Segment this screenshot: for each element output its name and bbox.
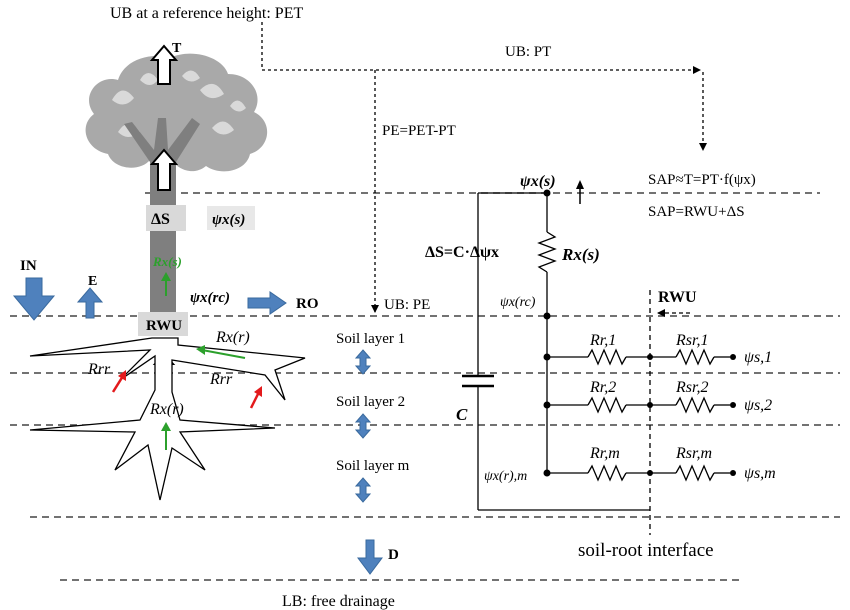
soil-layer-1-label: Soil layer 1 bbox=[336, 331, 405, 347]
r-rr-right-label: Rrr bbox=[209, 371, 233, 388]
red-arrow-right bbox=[249, 391, 261, 409]
r-xs-resistor bbox=[537, 231, 557, 273]
circuit bbox=[462, 180, 736, 535]
r-r1-resistor bbox=[587, 348, 627, 366]
r-rr-left-label: Rrr bbox=[87, 361, 111, 378]
r-r2-resistor bbox=[587, 396, 627, 414]
rwu-plant-label: RWU bbox=[146, 318, 182, 334]
infiltration-arrow bbox=[12, 277, 56, 321]
sap-t-equation: SAP≈T=PT·f(ψx) bbox=[648, 172, 756, 188]
psi-xs-circuit-label: ψx(s) bbox=[520, 173, 556, 190]
r-xr-lower-label: Rx(r) bbox=[149, 401, 184, 418]
runoff-label: RO bbox=[296, 296, 319, 312]
r-sr2-label: Rsr,2 bbox=[675, 379, 708, 396]
root-system bbox=[29, 337, 306, 501]
psi-xs-plant-label: ψx(s) bbox=[212, 212, 245, 228]
r-rm-label: Rr,m bbox=[589, 445, 620, 462]
r-sr1-label: Rsr,1 bbox=[675, 332, 708, 349]
soil-root-interface-label: soil-root interface bbox=[578, 540, 714, 561]
r-xs-circuit-label: Rx(s) bbox=[561, 245, 600, 264]
evaporation-label: E bbox=[88, 274, 97, 289]
r-srm-resistor bbox=[675, 464, 715, 482]
transpiration-label: T bbox=[172, 41, 182, 56]
soil-layer-1-arrow bbox=[354, 349, 372, 375]
r-srm-label: Rsr,m bbox=[675, 445, 712, 462]
drainage-arrow bbox=[357, 539, 383, 575]
tree-canopy bbox=[85, 53, 268, 192]
evaporation-arrow bbox=[76, 287, 104, 319]
capacitor-label: C bbox=[456, 405, 468, 424]
sap-sum-equation: SAP=RWU+ΔS bbox=[648, 204, 745, 220]
rwu-box bbox=[138, 312, 188, 336]
green-arrow-upper-root bbox=[201, 349, 246, 359]
r-xs-plant-label: Rx(s) bbox=[152, 254, 182, 269]
runoff-arrow bbox=[247, 291, 287, 315]
canopy-flow-arrow bbox=[149, 148, 179, 191]
r-r2-label: Rr,2 bbox=[589, 379, 616, 396]
storage-box bbox=[146, 205, 186, 231]
transpiration-arrow bbox=[149, 44, 179, 85]
pe-eq-label: PE=PET-PT bbox=[382, 123, 456, 139]
drainage-label: D bbox=[388, 547, 399, 563]
soil-layer-m-label: Soil layer m bbox=[336, 458, 410, 474]
psi-s1-label: ψs,1 bbox=[744, 349, 772, 366]
psi-xrc-plant-label: ψx(rc) bbox=[190, 290, 230, 306]
lb-label: LB: free drainage bbox=[282, 593, 395, 610]
r-sr2-resistor bbox=[675, 396, 715, 414]
psi-xrc-circuit-label: ψx(rc) bbox=[500, 295, 536, 310]
r-rm-resistor bbox=[587, 464, 627, 482]
soil-layer-2-label: Soil layer 2 bbox=[336, 394, 405, 410]
ub-reference-label: UB at a reference height: PET bbox=[110, 5, 303, 22]
pet-flow-line bbox=[261, 22, 701, 74]
ub-pt-label: UB: PT bbox=[505, 44, 551, 60]
rwu-circuit-label: RWU bbox=[658, 289, 697, 306]
infiltration-label: IN bbox=[20, 258, 37, 274]
storage-label: ΔS bbox=[151, 211, 170, 228]
r-r1-label: Rr,1 bbox=[589, 332, 616, 349]
soil-layer-2-arrow bbox=[354, 413, 372, 439]
ub-pe-label: UB: PE bbox=[384, 297, 430, 313]
psi-s2-label: ψs,2 bbox=[744, 397, 772, 414]
r-xr-upper-label: Rx(r) bbox=[215, 329, 250, 346]
psi-sm-label: ψs,m bbox=[744, 465, 776, 482]
soil-layer-m-arrow bbox=[354, 477, 372, 503]
psi-xs-box bbox=[207, 206, 255, 230]
r-sr1-resistor bbox=[675, 348, 715, 366]
red-arrow-left bbox=[111, 375, 125, 393]
psi-xrm-label: ψx(r),m bbox=[484, 469, 527, 484]
storage-eq-label: ΔS=C·Δψx bbox=[425, 244, 499, 261]
